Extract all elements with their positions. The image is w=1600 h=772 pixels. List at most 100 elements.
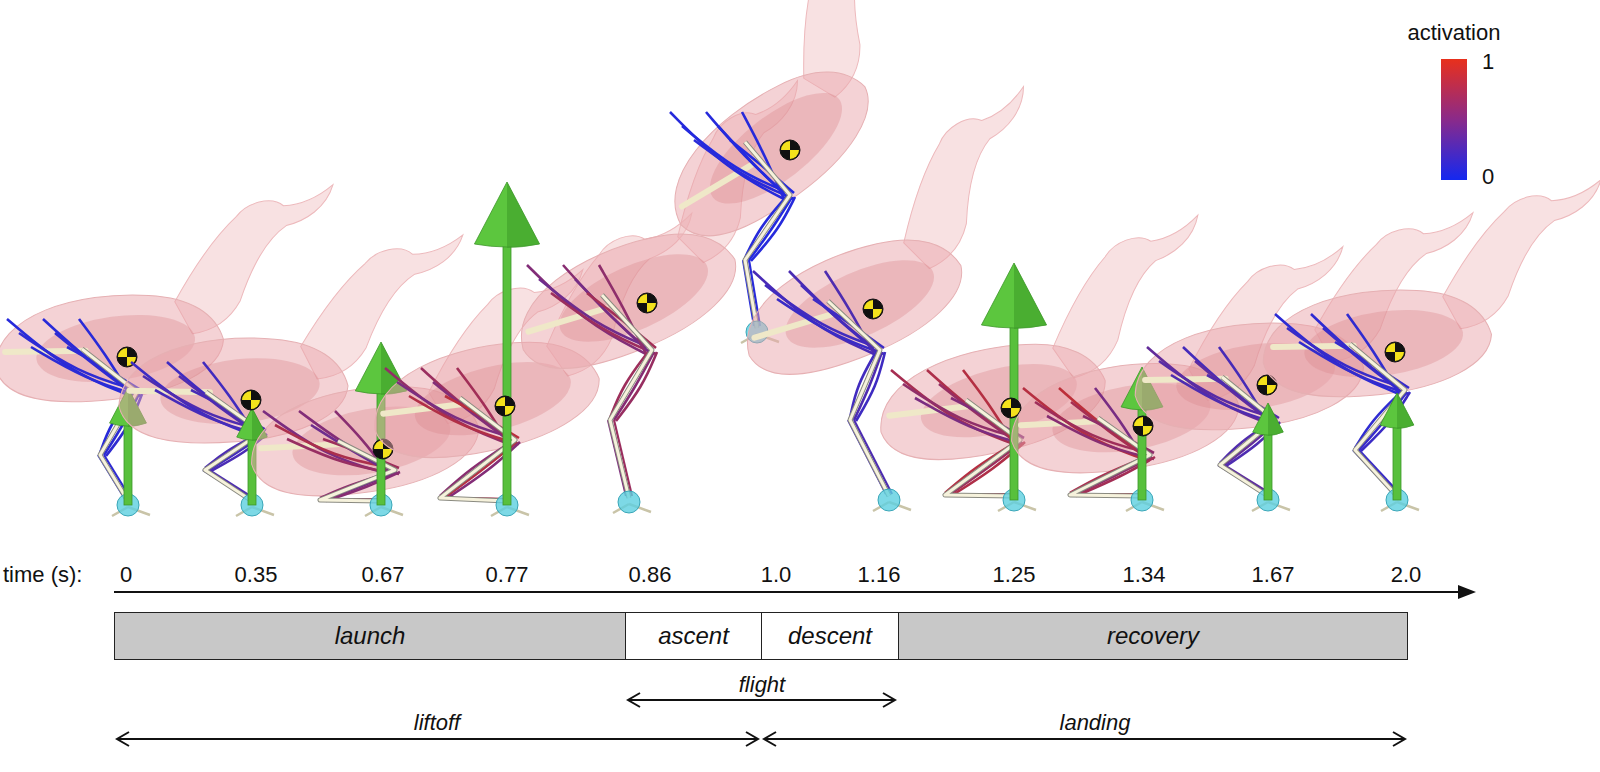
figure-part xyxy=(637,293,657,313)
com-marker xyxy=(241,390,261,410)
figure-part xyxy=(1267,385,1276,394)
com-marker xyxy=(637,293,657,313)
force-arrow-head xyxy=(1380,393,1414,428)
muscle-line xyxy=(749,197,792,260)
phase-box: recovery xyxy=(898,612,1408,660)
time-value: 0.67 xyxy=(362,563,405,587)
span-arrow xyxy=(117,738,758,740)
muscle-line xyxy=(854,352,882,420)
muscle-line xyxy=(856,352,885,421)
time-value: 0.86 xyxy=(629,563,672,587)
phase-box: ascent xyxy=(625,612,762,660)
muscle-line xyxy=(614,352,654,420)
foot-contact xyxy=(878,489,900,511)
time-value: 2.0 xyxy=(1391,563,1422,587)
force-arrow-shade xyxy=(1014,263,1047,329)
muscle-line xyxy=(753,271,874,354)
muscle-line xyxy=(616,352,657,421)
span-label: liftoff xyxy=(414,711,460,735)
com-marker xyxy=(495,396,515,416)
time-value: 1.16 xyxy=(858,563,901,587)
leg-bones xyxy=(602,295,652,498)
muscle-line xyxy=(891,370,1014,444)
figure-part xyxy=(1143,426,1152,435)
force-arrow-head xyxy=(981,263,1046,328)
bird-body xyxy=(1255,276,1497,411)
time-value: 1.34 xyxy=(1123,563,1166,587)
phase-box: descent xyxy=(761,612,899,660)
phase-label: recovery xyxy=(1107,622,1199,650)
figure-part xyxy=(1134,417,1143,426)
figure-part xyxy=(780,140,800,160)
figure-part xyxy=(1002,399,1011,408)
force-arrow-shade xyxy=(1397,393,1414,429)
phase-label: ascent xyxy=(658,622,729,650)
span-label: landing xyxy=(1060,711,1131,735)
figure-part xyxy=(1245,180,1600,410)
time-value: 0 xyxy=(120,563,132,587)
span-label: flight xyxy=(739,673,785,697)
figure-part xyxy=(1385,342,1405,362)
figure-part xyxy=(495,396,515,416)
figure-part xyxy=(1395,352,1404,361)
com-marker xyxy=(1133,416,1153,436)
figure-part xyxy=(496,397,505,406)
figure-part xyxy=(873,309,882,318)
muscle-line xyxy=(131,362,256,436)
colorbar xyxy=(1441,59,1467,180)
phase-label: launch xyxy=(335,622,406,650)
figure-part xyxy=(790,150,799,159)
muscle-line xyxy=(7,319,131,396)
figure-part xyxy=(647,303,656,312)
force-arrow-shaft xyxy=(1264,432,1272,500)
phase-box: launch xyxy=(114,612,626,660)
axis-label: time (s): xyxy=(3,563,82,587)
figure-part xyxy=(781,141,790,150)
timeline-graphics xyxy=(114,585,1476,746)
time-value: 1.67 xyxy=(1252,563,1295,587)
figure-part xyxy=(1386,343,1395,352)
bird-figure xyxy=(1245,180,1600,511)
time-axis xyxy=(114,591,1462,593)
force-arrow-shaft xyxy=(124,423,132,505)
force-arrow-head xyxy=(474,182,539,247)
figure-part xyxy=(242,391,251,400)
pelvis-bone xyxy=(682,157,751,214)
foot-contact xyxy=(618,491,640,513)
colorbar-title: activation xyxy=(1408,21,1501,45)
force-arrow-shaft xyxy=(1393,425,1401,500)
figure-part xyxy=(241,390,261,410)
figure-part xyxy=(863,299,883,319)
bird-figure xyxy=(1117,213,1499,511)
muscle-line xyxy=(751,197,795,261)
time-value: 0.35 xyxy=(235,563,278,587)
colorbar-tick: 0 xyxy=(1482,165,1494,189)
time-value: 0.77 xyxy=(486,563,529,587)
force-arrow-shade xyxy=(507,182,540,248)
bird-poses xyxy=(0,0,1600,516)
figure-part xyxy=(1258,376,1267,385)
bird-body xyxy=(647,40,892,263)
leg-bones xyxy=(828,301,889,496)
figure-part xyxy=(638,294,647,303)
figure-part xyxy=(118,348,127,357)
time-value: 1.0 xyxy=(761,563,792,587)
force-arrow-head xyxy=(1253,403,1284,435)
leg-bones xyxy=(602,295,652,498)
muscle-line xyxy=(1147,347,1269,424)
span-arrow xyxy=(764,738,1405,740)
time-axis-head xyxy=(1458,585,1476,599)
figure-part xyxy=(251,400,260,409)
com-marker xyxy=(780,140,800,160)
leg-bones xyxy=(828,301,889,496)
figure-part xyxy=(864,300,873,309)
figure-part xyxy=(1133,416,1153,436)
com-marker xyxy=(1385,342,1405,362)
force-arrow-shade xyxy=(1268,403,1283,436)
figure-part xyxy=(505,406,514,415)
muscle-line xyxy=(1275,314,1399,394)
muscle-line xyxy=(742,112,784,199)
com-marker xyxy=(863,299,883,319)
bird-organs xyxy=(693,74,858,223)
